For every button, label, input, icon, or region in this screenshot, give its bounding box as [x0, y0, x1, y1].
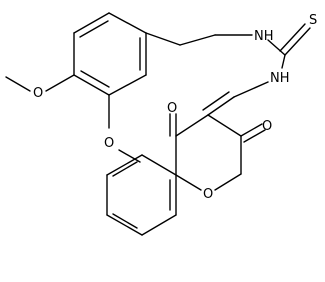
bond [279, 23, 306, 52]
bond [202, 91, 230, 111]
bond [281, 54, 286, 69]
atom-label-layer: NH S NH O O O O O [33, 13, 317, 202]
bond [233, 81, 269, 98]
bond [106, 214, 143, 236]
bond-layer [5, 12, 311, 236]
bond [118, 149, 141, 163]
bond [112, 213, 138, 229]
atom-nh-top: NH [254, 29, 274, 44]
atom-oxygen-ring: O [203, 187, 213, 202]
bond [145, 32, 181, 46]
bond [5, 76, 31, 92]
bond [214, 173, 242, 191]
atom-oxygen-lactone-carbonyl: O [262, 119, 272, 134]
bond [80, 70, 110, 88]
atom-oxygen-methoxy-top: O [33, 86, 43, 101]
bond [106, 154, 143, 176]
atom-sulfur: S [309, 13, 317, 28]
bond [141, 154, 177, 176]
bond [73, 74, 110, 96]
atom-nh-mid: NH [270, 71, 290, 86]
bond [243, 129, 266, 143]
bond [179, 34, 216, 46]
bond [108, 12, 147, 34]
bond [207, 114, 242, 137]
bond [141, 214, 177, 236]
bond [284, 27, 311, 56]
atom-oxygen-keto: O [167, 101, 177, 116]
bond [108, 74, 147, 96]
bond [207, 96, 235, 116]
bond [73, 12, 110, 34]
bond [175, 174, 202, 191]
bond [45, 74, 75, 92]
bond [175, 114, 209, 137]
bond [79, 20, 109, 38]
bond [267, 39, 286, 56]
atom-oxygen-methoxy-bottom: O [104, 136, 114, 151]
bond [240, 123, 263, 137]
bond [112, 161, 138, 177]
